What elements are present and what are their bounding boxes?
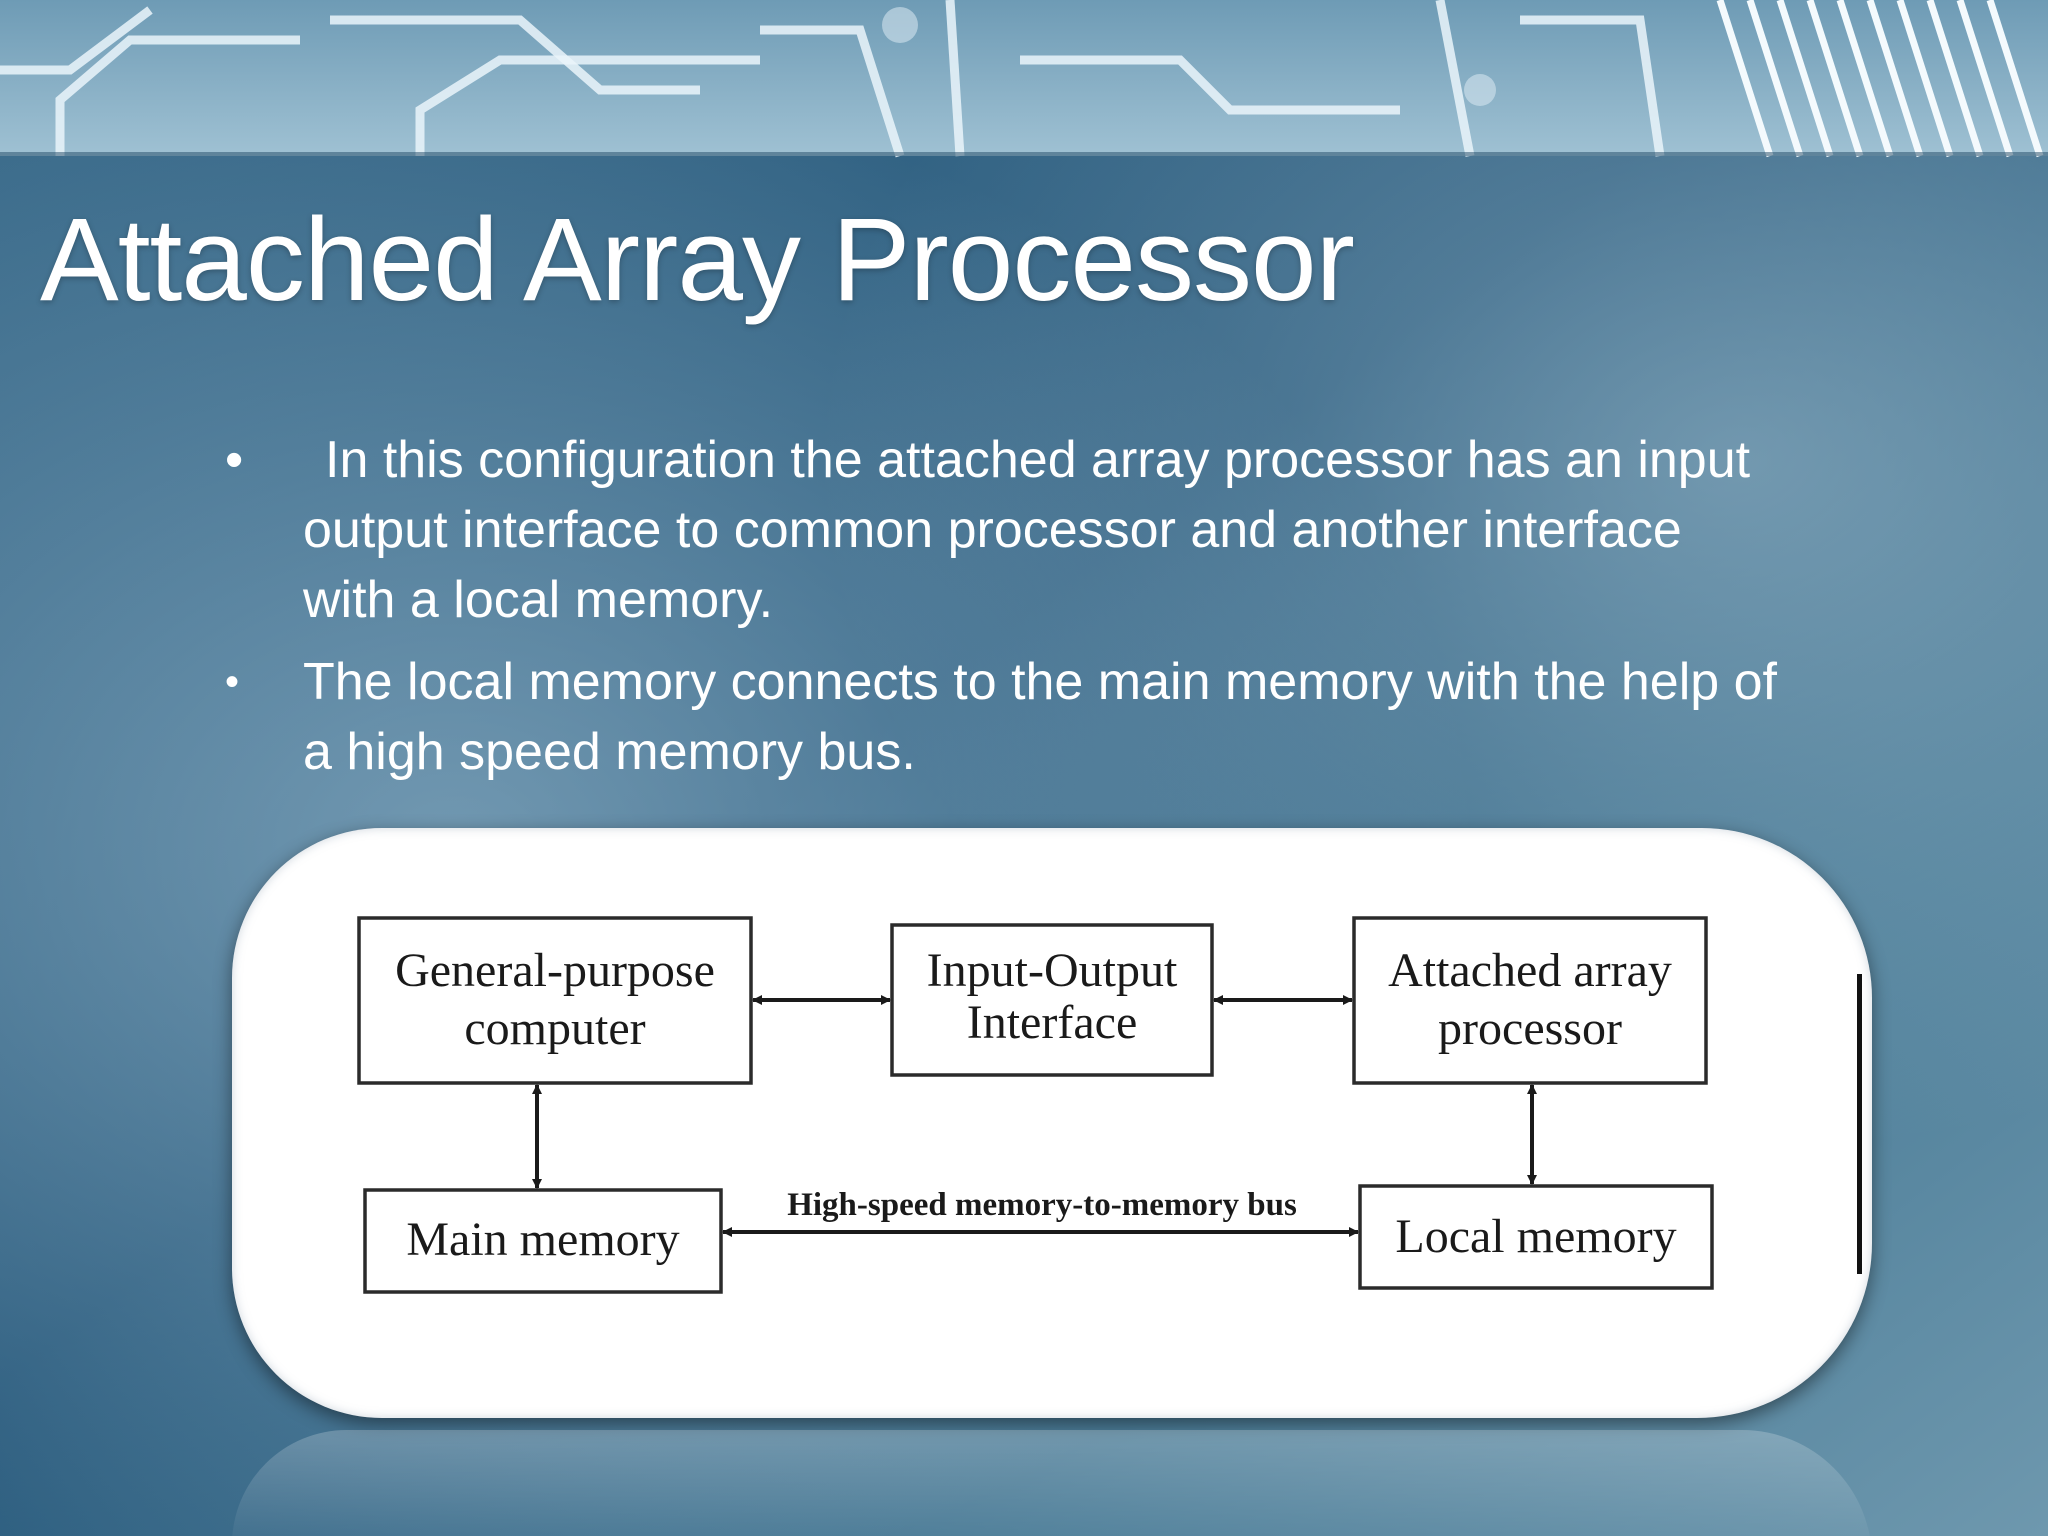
panel-reflection — [232, 1430, 1872, 1536]
node-label: processor — [1438, 1002, 1622, 1055]
bus-label: High-speed memory-to-memory bus — [787, 1187, 1297, 1223]
bullet-text: In this configuration the attached array… — [303, 431, 1751, 629]
node-label: computer — [464, 1002, 645, 1055]
bullet-item: • In this configuration the attached arr… — [225, 425, 1785, 635]
node-main-memory — [363, 1188, 723, 1294]
node-attached-array-processor — [1352, 916, 1708, 1085]
bullet-marker: • — [225, 431, 244, 489]
node-label: Main memory — [406, 1213, 679, 1266]
node-label: Local memory — [1395, 1210, 1676, 1263]
node-local-memory — [1358, 1184, 1714, 1290]
node-label: Interface — [967, 996, 1138, 1049]
bullet-marker: • — [225, 660, 240, 704]
node-general-purpose-computer — [357, 916, 753, 1085]
node-label: General-purpose — [395, 944, 715, 997]
diagram-panel: General-purpose computer Input-Output In… — [232, 828, 1872, 1418]
bullet-list: • In this configuration the attached arr… — [225, 425, 1785, 787]
node-label: Input-Output — [927, 944, 1178, 997]
slide-title: Attached Array Processor — [40, 194, 1355, 326]
block-diagram: General-purpose computer Input-Output In… — [357, 916, 1714, 1294]
bullet-item: • The local memory connects to the main … — [225, 647, 1785, 787]
node-label: Attached array — [1388, 944, 1672, 997]
bullet-text: The local memory connects to the main me… — [303, 653, 1777, 781]
node-input-output-interface — [890, 923, 1214, 1077]
